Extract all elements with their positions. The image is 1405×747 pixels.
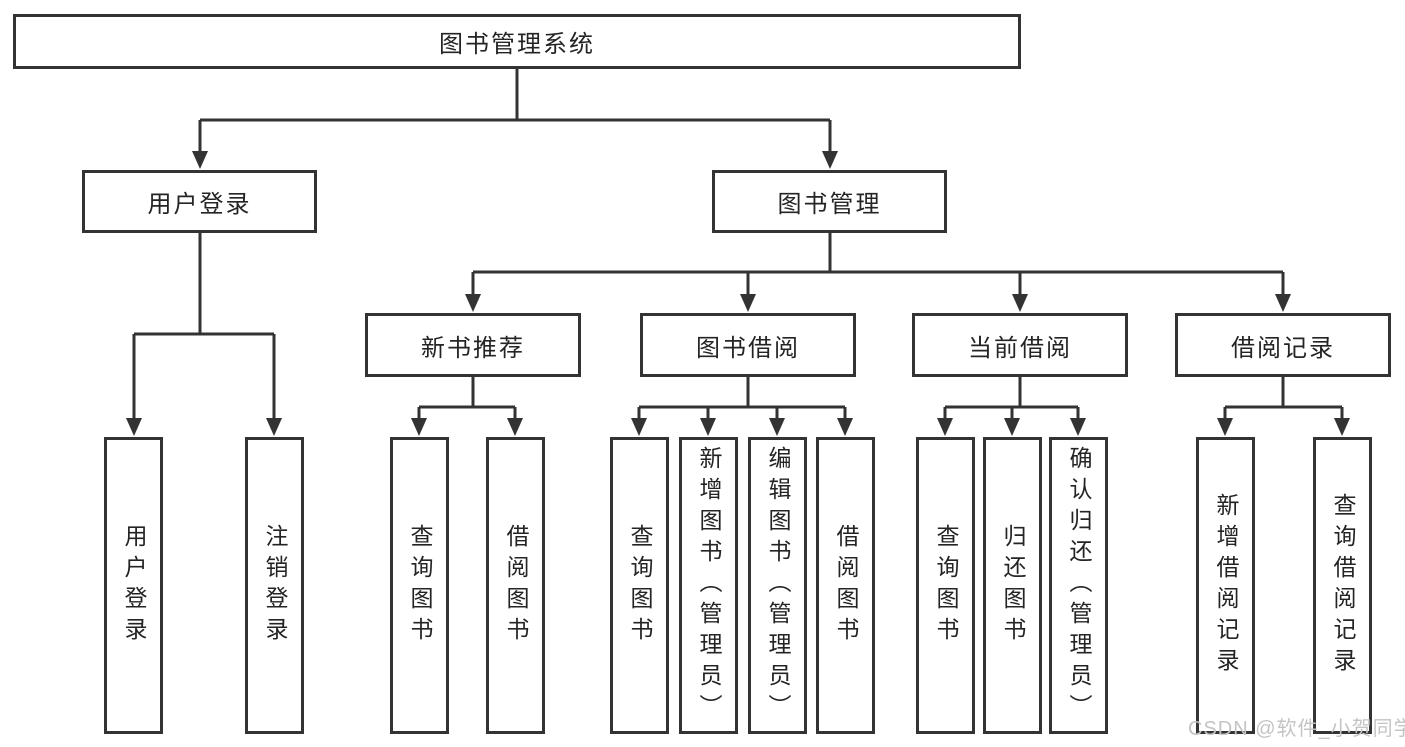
node-label: 查询图书 [627,523,653,648]
leaf-query-borrow-record: 查询借阅记录 [1313,437,1372,734]
leaf-add-borrow-record: 新增借阅记录 [1196,437,1255,734]
node-label: 新增借阅记录 [1213,492,1239,679]
arrow-down-icon [700,418,716,436]
arrow-down-icon [266,418,282,436]
node-label: 图书管理系统 [439,31,595,58]
node-borrowing-records: 借阅记录 [1175,313,1391,377]
csdn-watermark: CSDN @软件_小贺同学 [1188,718,1405,740]
arrow-down-icon [740,294,756,312]
node-label: 用户登录 [121,523,147,648]
arrow-down-icon [937,418,953,436]
node-label: 新书推荐 [421,334,525,362]
node-user-login: 用户登录 [82,170,317,233]
arrow-down-icon [837,418,853,436]
arrow-down-icon [1004,418,1020,436]
node-new-book-recommend: 新书推荐 [365,313,581,377]
arrow-down-icon [1012,294,1028,312]
node-library-management-system: 图书管理系统 [13,14,1021,69]
node-label: 借阅记录 [1231,334,1335,362]
node-label: 当前借阅 [968,334,1072,362]
node-label: 图书借阅 [696,334,800,362]
arrow-down-icon [192,151,208,169]
leaf-borrow-books-recommend: 借阅图书 [486,437,545,734]
arrow-down-icon [769,418,785,436]
node-book-borrowing: 图书借阅 [640,313,856,377]
leaf-confirm-return-admin: 确认归还（管理员） [1049,437,1108,734]
node-label: 查询图书 [407,523,433,648]
leaf-edit-books-admin: 编辑图书（管理员） [748,437,807,734]
node-label: 编辑图书（管理员） [765,446,791,725]
leaf-borrow-books-borrowing: 借阅图书 [816,437,875,734]
node-label: 确认归还（管理员） [1066,446,1092,725]
arrow-down-icon [1217,418,1233,436]
arrow-down-icon [507,418,523,436]
node-label: 图书管理 [777,191,882,218]
arrow-down-icon [631,418,647,436]
arrow-down-icon [1275,294,1291,312]
node-label: 查询借阅记录 [1330,492,1356,679]
node-label: 归还图书 [1000,523,1026,648]
leaf-query-books-current: 查询图书 [916,437,975,734]
node-current-borrowing: 当前借阅 [912,313,1128,377]
node-label: 注销登录 [262,523,288,648]
leaf-query-books-recommend: 查询图书 [390,437,449,734]
leaf-query-books-borrowing: 查询图书 [610,437,669,734]
arrow-down-icon [126,418,142,436]
node-label: 借阅图书 [503,523,529,648]
leaf-return-books: 归还图书 [983,437,1042,734]
leaf-logout: 注销登录 [245,437,304,734]
arrow-down-icon [1070,418,1086,436]
node-label: 新增图书（管理员） [696,446,722,725]
node-label: 借阅图书 [833,523,859,648]
node-label: 用户登录 [147,191,252,218]
arrow-down-icon [465,294,481,312]
node-label: 查询图书 [933,523,959,648]
arrow-down-icon [411,418,427,436]
node-book-management: 图书管理 [712,170,947,233]
arrow-down-icon [822,151,838,169]
leaf-add-books-admin: 新增图书（管理员） [679,437,738,734]
leaf-user-login: 用户登录 [104,437,163,734]
arrow-down-icon [1334,418,1350,436]
